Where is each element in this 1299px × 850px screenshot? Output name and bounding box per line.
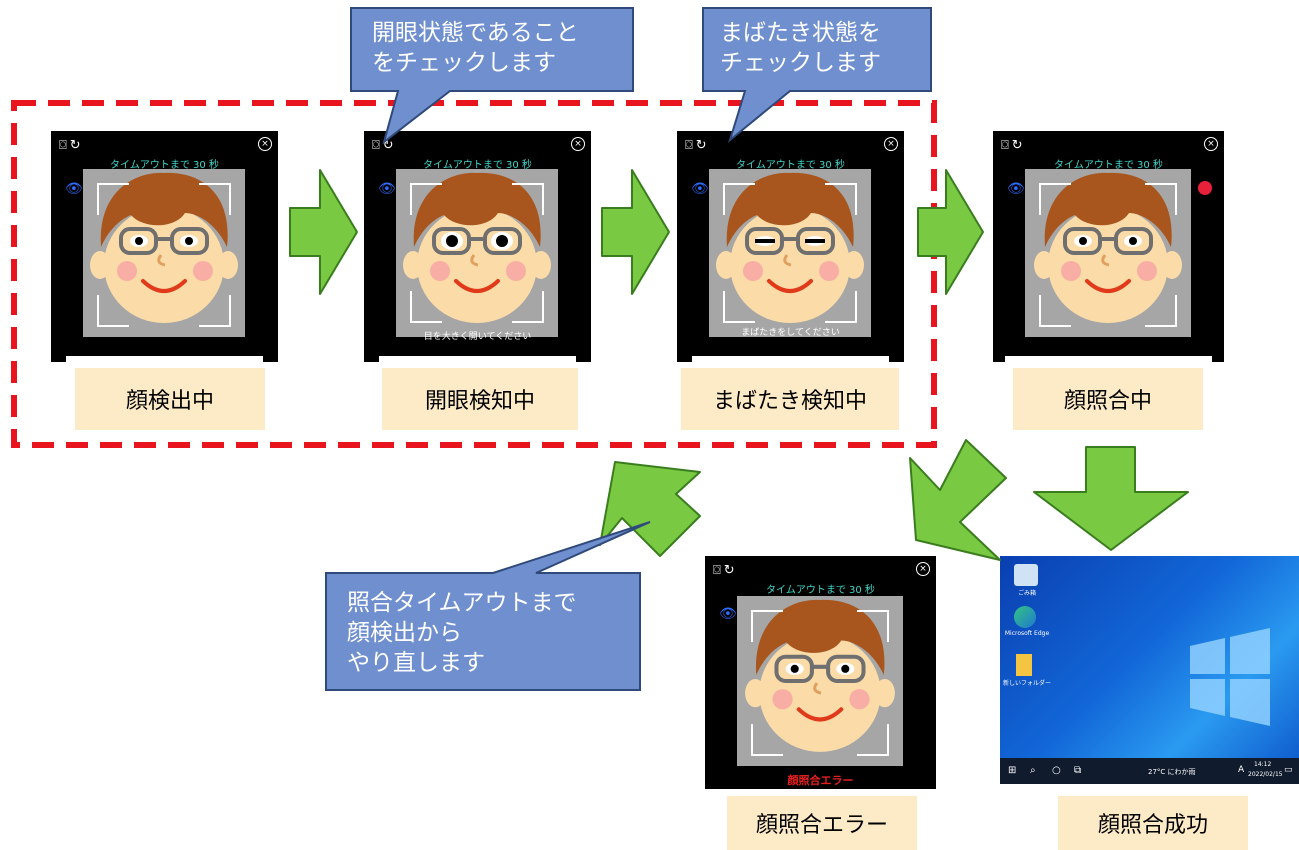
panel-matching: ⌼↻ × タイムアウトまで 30 秒 👁 xyxy=(993,131,1224,362)
panel-blink-detect: ⌼↻ × タイムアウトまで 30 秒 👁 まばたきをしてください xyxy=(677,131,904,362)
eye-toggle-icon[interactable]: 👁 xyxy=(691,181,709,197)
eye-toggle-icon[interactable]: 👁 xyxy=(719,606,737,622)
search-icon[interactable]: ⌕ xyxy=(1030,765,1036,776)
close-icon[interactable]: × xyxy=(571,137,585,151)
desktop-icon-label: ごみ箱 xyxy=(1017,590,1036,597)
eye-toggle-icon[interactable]: 👁 xyxy=(65,181,83,197)
face-illustration xyxy=(1034,172,1182,323)
camera-frame xyxy=(737,596,903,766)
panel-bottom-bar xyxy=(379,356,576,362)
timeout-text: タイムアウトまで 30 秒 xyxy=(766,585,875,596)
step-label-match-error: 顔照合エラー xyxy=(727,796,917,850)
ime-indicator[interactable]: A xyxy=(1238,765,1245,775)
close-icon[interactable]: × xyxy=(884,137,898,151)
camera-refresh-icons[interactable]: ⌼↻ xyxy=(372,138,397,153)
notification-icon[interactable]: ▭ xyxy=(1284,765,1293,775)
step-label-open-eye-detect: 開眼検知中 xyxy=(382,368,578,430)
arrow-right-3 xyxy=(917,169,984,295)
callout-blink xyxy=(702,7,932,143)
folder-icon[interactable] xyxy=(1016,654,1032,676)
callout-open-eye xyxy=(350,7,634,145)
step-label-blink-detect: まばたき検知中 xyxy=(681,368,899,430)
arrow-right-1 xyxy=(289,169,358,295)
start-icon[interactable]: ⊞ xyxy=(1008,765,1017,776)
timeout-text: タイムアウトまで 30 秒 xyxy=(110,160,219,171)
panel-match-error: ⌼↻ × タイムアウトまで 30 秒 👁 顔照合エラー xyxy=(705,556,936,789)
face-illustration xyxy=(90,172,238,323)
callout-text-open-eye: 開眼状態であること をチェックします xyxy=(372,20,579,76)
arrow-down xyxy=(1033,446,1189,551)
arrow-right-2 xyxy=(601,169,670,295)
step-label-matching: 顔照合中 xyxy=(1013,368,1203,430)
timeout-text: タイムアウトまで 30 秒 xyxy=(736,160,845,171)
eye-toggle-icon[interactable]: 👁 xyxy=(378,181,396,197)
taskbar: ⊞ ⌕ ○ ⧉ 27°C にわか雨 A 14:12 2022/02/15 ▭ xyxy=(1000,758,1299,784)
instruction-text: 目を大きく開いてください xyxy=(423,332,532,342)
clock-time[interactable]: 14:12 xyxy=(1254,761,1272,768)
camera-refresh-icons[interactable]: ⌼↻ xyxy=(713,563,738,578)
step-label-face-detect: 顔検出中 xyxy=(75,368,265,430)
face-illustration xyxy=(745,599,895,752)
face-illustration xyxy=(403,172,551,323)
desktop-screenshot: ごみ箱 Microsoft Edge 新しいフォルダー ⊞ ⌕ ○ ⧉ 27°C… xyxy=(1000,556,1299,784)
panel-bottom-bar xyxy=(1005,356,1212,362)
camera-refresh-icons[interactable]: ⌼↻ xyxy=(59,138,84,153)
panel-face-detect: ⌼↻ × タイムアウトまで 30 秒 👁 xyxy=(51,131,278,362)
recycle-bin-icon[interactable] xyxy=(1014,564,1038,586)
camera-frame xyxy=(1025,169,1191,337)
edge-icon[interactable] xyxy=(1014,606,1036,628)
camera-refresh-icons[interactable]: ⌼↻ xyxy=(1001,138,1026,153)
eye-toggle-icon[interactable]: 👁 xyxy=(1007,181,1025,197)
clock-date[interactable]: 2022/02/15 xyxy=(1248,771,1283,778)
weather-text[interactable]: 27°C にわか雨 xyxy=(1148,768,1196,776)
camera-refresh-icons[interactable]: ⌼↻ xyxy=(685,138,710,153)
error-message: 顔照合エラー xyxy=(787,774,854,787)
timeout-text: タイムアウトまで 30 秒 xyxy=(1054,160,1163,171)
panel-bottom-bar xyxy=(66,356,263,362)
camera-frame xyxy=(83,169,245,337)
desktop-icon-label: 新しいフォルダー xyxy=(1002,680,1051,687)
desktop-icon-label: Microsoft Edge xyxy=(1004,630,1050,637)
recording-indicator xyxy=(1198,181,1212,195)
callout-text-blink: まばたき状態を チェックします xyxy=(720,20,881,76)
callout-retry xyxy=(325,521,651,691)
instruction-text: まばたきをしてください xyxy=(741,328,840,338)
panel-open-eye-detect: ⌼↻ × タイムアウトまで 30 秒 👁 目を大きく開いてください xyxy=(364,131,591,362)
camera-frame xyxy=(396,169,558,337)
close-icon[interactable]: × xyxy=(916,562,930,576)
close-icon[interactable]: × xyxy=(258,137,272,151)
panel-bottom-bar xyxy=(692,356,889,362)
timeout-text: タイムアウトまで 30 秒 xyxy=(423,160,532,171)
camera-frame xyxy=(709,169,871,337)
step-label-match-success: 顔照合成功 xyxy=(1058,796,1248,850)
windows-logo xyxy=(1190,628,1270,726)
callout-text-retry: 照合タイムアウトまで 顔検出から やり直します xyxy=(347,590,577,676)
arrow-down-left xyxy=(909,439,1007,561)
face-illustration xyxy=(716,172,864,323)
arrow-up-left xyxy=(599,461,701,557)
close-icon[interactable]: × xyxy=(1204,137,1218,151)
task-view-icon[interactable]: ⧉ xyxy=(1074,765,1082,776)
cortana-icon[interactable]: ○ xyxy=(1052,765,1061,776)
